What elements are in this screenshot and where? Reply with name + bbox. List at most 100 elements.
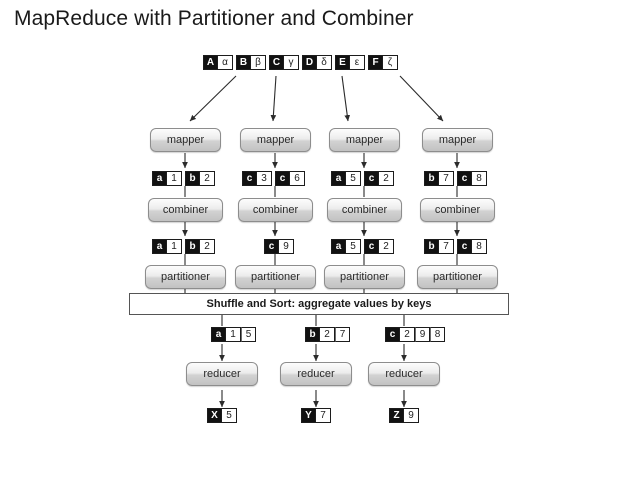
pair-key: c bbox=[364, 171, 379, 186]
kv-pair: c 8 bbox=[457, 171, 487, 186]
pair-value: 5 bbox=[241, 327, 256, 342]
kv-pair: a 5 bbox=[331, 239, 361, 254]
combiner-box-3[interactable]: combiner bbox=[327, 198, 402, 222]
reducer-box-3[interactable]: reducer bbox=[368, 362, 440, 386]
pair-value: ε bbox=[350, 55, 365, 70]
final-output-z: Z 9 bbox=[389, 408, 419, 423]
pair-value: 2 bbox=[400, 327, 415, 342]
combiner-box-4[interactable]: combiner bbox=[420, 198, 495, 222]
pair-value: 8 bbox=[472, 171, 487, 186]
pair-key: b bbox=[185, 239, 200, 254]
combiner-label: combiner bbox=[341, 204, 388, 216]
pair-key: a bbox=[152, 239, 167, 254]
kv-pair: a 1 bbox=[152, 171, 182, 186]
pair-value: 2 bbox=[200, 171, 215, 186]
pair-key: Y bbox=[301, 408, 316, 423]
pair-value: 2 bbox=[379, 171, 394, 186]
pair-value: 2 bbox=[320, 327, 335, 342]
pair-key: a bbox=[331, 239, 346, 254]
pair-key: b bbox=[424, 171, 439, 186]
mapper-box-3[interactable]: mapper bbox=[329, 128, 400, 152]
aggregated-pair-c: c 2 9 8 bbox=[385, 327, 445, 342]
mapper-box-1[interactable]: mapper bbox=[150, 128, 221, 152]
pair-value: 7 bbox=[316, 408, 331, 423]
aggregated-pair-b: b 2 7 bbox=[305, 327, 350, 342]
pair-key: a bbox=[211, 327, 226, 342]
kv-pair: a 1 bbox=[152, 239, 182, 254]
combiner-output-4: b 7 c 8 bbox=[424, 239, 487, 254]
partitioner-box-1[interactable]: partitioner bbox=[145, 265, 226, 289]
shuffle-and-sort-bar: Shuffle and Sort: aggregate values by ke… bbox=[129, 293, 509, 315]
kv-pair: c 6 bbox=[275, 171, 305, 186]
pair-key: b bbox=[185, 171, 200, 186]
partitioner-label: partitioner bbox=[161, 271, 210, 283]
pair-value: 6 bbox=[290, 171, 305, 186]
pair-value: 7 bbox=[439, 239, 454, 254]
input-pair: F ζ bbox=[368, 55, 398, 70]
partitioner-label: partitioner bbox=[251, 271, 300, 283]
kv-pair: b 2 bbox=[185, 239, 215, 254]
pair-value: 1 bbox=[167, 239, 182, 254]
partitioner-label: partitioner bbox=[340, 271, 389, 283]
partitioner-label: partitioner bbox=[433, 271, 482, 283]
pair-key: C bbox=[269, 55, 284, 70]
mapper-label: mapper bbox=[345, 134, 384, 146]
combiner-box-2[interactable]: combiner bbox=[238, 198, 313, 222]
partitioner-box-3[interactable]: partitioner bbox=[324, 265, 405, 289]
partitioner-box-4[interactable]: partitioner bbox=[417, 265, 498, 289]
pair-key: A bbox=[203, 55, 218, 70]
kv-pair: c 3 bbox=[242, 171, 272, 186]
pair-key: a bbox=[152, 171, 167, 186]
pair-value: 5 bbox=[222, 408, 237, 423]
combiner-output-2: c 9 bbox=[264, 239, 294, 254]
reducer-box-2[interactable]: reducer bbox=[280, 362, 352, 386]
pair-value: δ bbox=[317, 55, 332, 70]
reducer-box-1[interactable]: reducer bbox=[186, 362, 258, 386]
pair-key: Z bbox=[389, 408, 404, 423]
combiner-box-1[interactable]: combiner bbox=[148, 198, 223, 222]
pair-key: c bbox=[385, 327, 400, 342]
partitioner-box-2[interactable]: partitioner bbox=[235, 265, 316, 289]
final-output-y: Y 7 bbox=[301, 408, 331, 423]
pair-value: γ bbox=[284, 55, 299, 70]
kv-pair: c 2 bbox=[364, 171, 394, 186]
mapper-output-4: b 7 c 8 bbox=[424, 171, 487, 186]
pair-key: X bbox=[207, 408, 222, 423]
pair-key: c bbox=[264, 239, 279, 254]
mapper-label: mapper bbox=[166, 134, 205, 146]
kv-pair: c 2 bbox=[364, 239, 394, 254]
combiner-output-3: a 5 c 2 bbox=[331, 239, 394, 254]
input-pair: B β bbox=[236, 55, 266, 70]
page-title: MapReduce with Partitioner and Combiner bbox=[14, 7, 414, 30]
reducer-label: reducer bbox=[203, 368, 241, 380]
combiner-label: combiner bbox=[162, 204, 209, 216]
mapper-box-2[interactable]: mapper bbox=[240, 128, 311, 152]
pair-value: 1 bbox=[226, 327, 241, 342]
combiner-label: combiner bbox=[252, 204, 299, 216]
input-row: A α B β C γ D δ E ε F ζ bbox=[203, 55, 398, 70]
kv-pair: c 9 bbox=[264, 239, 294, 254]
pair-value: 9 bbox=[279, 239, 294, 254]
pair-value: 9 bbox=[415, 327, 430, 342]
final-output-x: X 5 bbox=[207, 408, 237, 423]
pair-key: c bbox=[457, 239, 472, 254]
mapper-box-4[interactable]: mapper bbox=[422, 128, 493, 152]
pair-value: β bbox=[251, 55, 266, 70]
pair-key: b bbox=[305, 327, 320, 342]
combiner-label: combiner bbox=[434, 204, 481, 216]
input-pair: D δ bbox=[302, 55, 332, 70]
shuffle-label: Shuffle and Sort: aggregate values by ke… bbox=[206, 298, 432, 310]
pair-value: 7 bbox=[439, 171, 454, 186]
kv-pair: b 7 bbox=[424, 239, 454, 254]
reducer-label: reducer bbox=[385, 368, 423, 380]
reducer-label: reducer bbox=[297, 368, 335, 380]
input-pair: A α bbox=[203, 55, 233, 70]
pair-key: c bbox=[457, 171, 472, 186]
input-pair: E ε bbox=[335, 55, 365, 70]
combiner-output-1: a 1 b 2 bbox=[152, 239, 215, 254]
pair-value: 8 bbox=[430, 327, 445, 342]
pair-key: F bbox=[368, 55, 383, 70]
pair-value: 7 bbox=[335, 327, 350, 342]
kv-pair: a 5 bbox=[331, 171, 361, 186]
mapper-output-1: a 1 b 2 bbox=[152, 171, 215, 186]
